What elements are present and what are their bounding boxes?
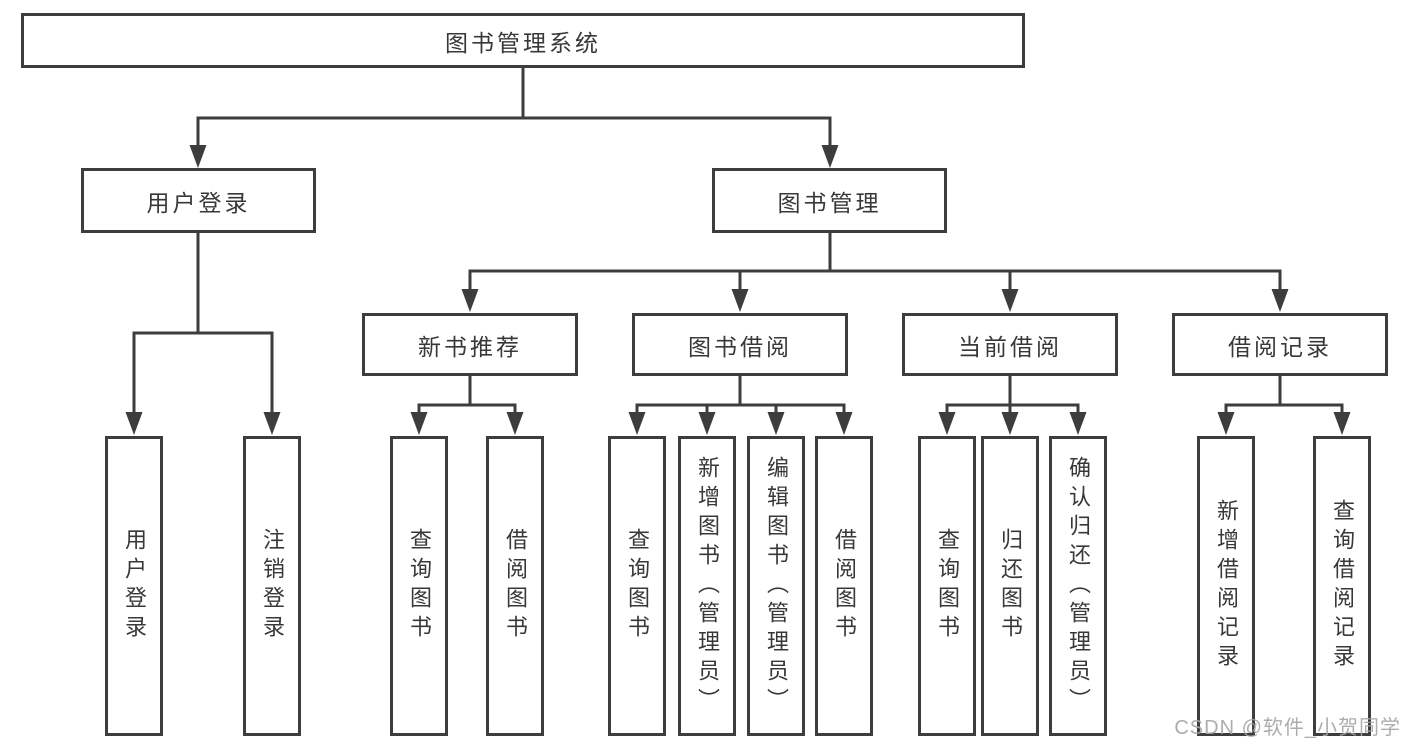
node-current-query-books: 查询图书	[918, 436, 976, 736]
node-label: 当前借阅	[958, 333, 1062, 360]
node-label: 借阅图书	[832, 528, 857, 644]
node-label: 借阅图书	[503, 528, 528, 644]
node-label: 图书管理系统	[445, 29, 601, 56]
node-login-action: 用户登录	[105, 436, 163, 736]
node-records-add-borrow-record: 新增借阅记录	[1197, 436, 1255, 736]
node-library-management-system: 图书管理系统	[21, 13, 1025, 68]
node-label: 查询借阅记录	[1330, 499, 1355, 673]
node-label: 借阅记录	[1228, 333, 1332, 360]
node-current-return-book: 归还图书	[981, 436, 1039, 736]
node-borrowing-edit-book-admin: 编辑图书（管理员）	[747, 436, 805, 736]
node-label: 注销登录	[260, 528, 285, 644]
node-borrowing-records: 借阅记录	[1172, 313, 1388, 376]
node-borrowing-add-book-admin: 新增图书（管理员）	[678, 436, 736, 736]
node-label: 查询图书	[625, 528, 650, 644]
arrowheads	[125, 145, 1351, 435]
node-label: 归还图书	[998, 528, 1023, 644]
node-label: 编辑图书（管理员）	[764, 455, 789, 717]
node-label: 新增借阅记录	[1214, 499, 1239, 673]
node-label: 用户登录	[122, 528, 147, 644]
node-book-management: 图书管理	[712, 168, 947, 233]
node-label: 新书推荐	[418, 333, 522, 360]
node-logout-action: 注销登录	[243, 436, 301, 736]
node-label: 确认归还（管理员）	[1066, 455, 1091, 717]
node-newbook-borrow-books: 借阅图书	[486, 436, 544, 736]
node-label: 查询图书	[407, 528, 432, 644]
node-label: 新增图书（管理员）	[695, 455, 720, 717]
watermark: CSDN @软件_小贺同学	[1174, 717, 1401, 739]
node-new-book-recommendation: 新书推荐	[362, 313, 578, 376]
node-label: 查询图书	[935, 528, 960, 644]
node-borrowing-query-books: 查询图书	[608, 436, 666, 736]
node-borrowing-borrow-books: 借阅图书	[815, 436, 873, 736]
node-current-borrowing: 当前借阅	[902, 313, 1118, 376]
node-current-confirm-return-admin: 确认归还（管理员）	[1049, 436, 1107, 736]
node-newbook-query-books: 查询图书	[390, 436, 448, 736]
node-label: 图书管理	[777, 189, 882, 216]
node-label: 用户登录	[146, 189, 251, 216]
node-label: 图书借阅	[688, 333, 792, 360]
node-user-login: 用户登录	[81, 168, 316, 233]
node-records-query-borrow-record: 查询借阅记录	[1313, 436, 1371, 736]
node-book-borrowing: 图书借阅	[632, 313, 848, 376]
